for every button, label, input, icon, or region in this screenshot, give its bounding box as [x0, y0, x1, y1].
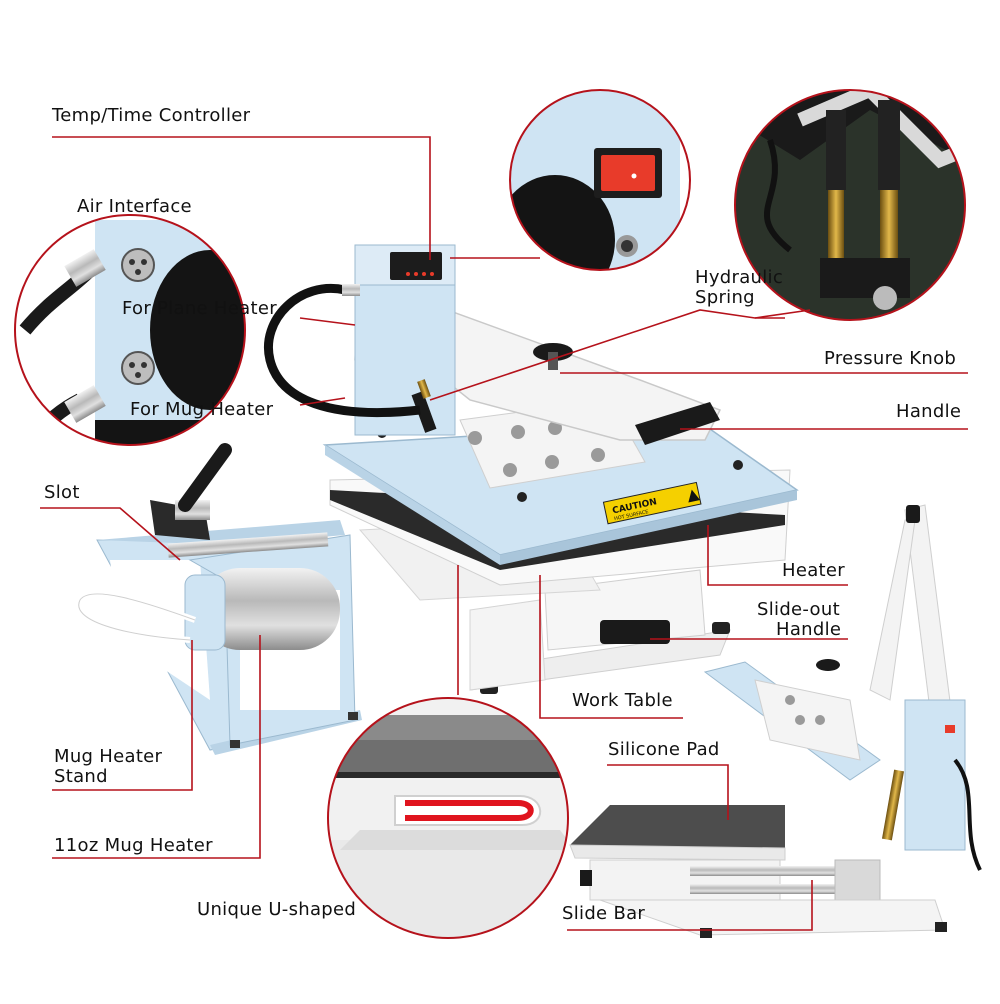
callout-hydraulic [429, 309, 785, 401]
callout-temp-time [52, 136, 431, 260]
callout-plane-heater [299, 317, 356, 326]
callout-heater [707, 525, 848, 586]
mug-heater-cylinder [200, 568, 340, 650]
callout-slot [40, 507, 181, 561]
connector-icon [121, 351, 155, 385]
callout-work-table [539, 575, 683, 719]
callout-hydraulic-circle [754, 309, 811, 319]
rocker-switch-icon [601, 155, 655, 191]
warning-triangle-icon [688, 489, 701, 503]
label-slide-out: Slide-out [757, 599, 840, 620]
label-air-interface: Air Interface [77, 196, 192, 217]
label-temp-time-controller: Temp/Time Controller [52, 105, 251, 126]
label-slot: Slot [44, 482, 80, 503]
callout-mug-stand [52, 640, 193, 791]
press-handle [635, 402, 720, 445]
label-slide-out-handle: Handle [776, 619, 842, 640]
power-switch-detail [510, 90, 690, 270]
label-pressure-knob: Pressure Knob [824, 348, 957, 369]
label-mug-heater: Mug Heater [54, 746, 163, 767]
label-unique-u-shaped: Unique U-shaped [197, 899, 357, 920]
label-for-plane-heater: For Plane Heater [122, 298, 277, 319]
label-for-mug-heater: For Mug Heater [130, 399, 274, 420]
main-heat-press: CAUTION HOT SURFACE [264, 244, 799, 694]
label-handle: Handle [896, 401, 962, 422]
label-heater: Heater [782, 560, 845, 581]
silicone-pad [570, 805, 785, 848]
side-view-press [569, 504, 982, 938]
mug-heater-stand [75, 443, 362, 755]
caution-sticker: CAUTION HOT SURFACE [602, 481, 702, 525]
label-spring: Spring [695, 287, 755, 308]
label-work-table: Work Table [572, 690, 673, 711]
slide-out-handle [600, 620, 670, 644]
temp-time-controller-panel [390, 252, 442, 280]
label-slide-bar: Slide Bar [562, 903, 646, 924]
callout-lines [40, 136, 968, 931]
label-stand: Stand [54, 766, 108, 787]
callout-mug-heater [52, 635, 261, 859]
label-silicone-pad: Silicone Pad [608, 739, 720, 760]
callout-mug-connector [299, 397, 346, 406]
callout-slide-bar [567, 880, 813, 931]
label-11oz-mug-heater: 11oz Mug Heater [54, 835, 213, 856]
label-hydraulic: Hydraulic [695, 267, 784, 288]
connector-icon [121, 248, 155, 282]
callout-silicone-pad [607, 764, 729, 820]
